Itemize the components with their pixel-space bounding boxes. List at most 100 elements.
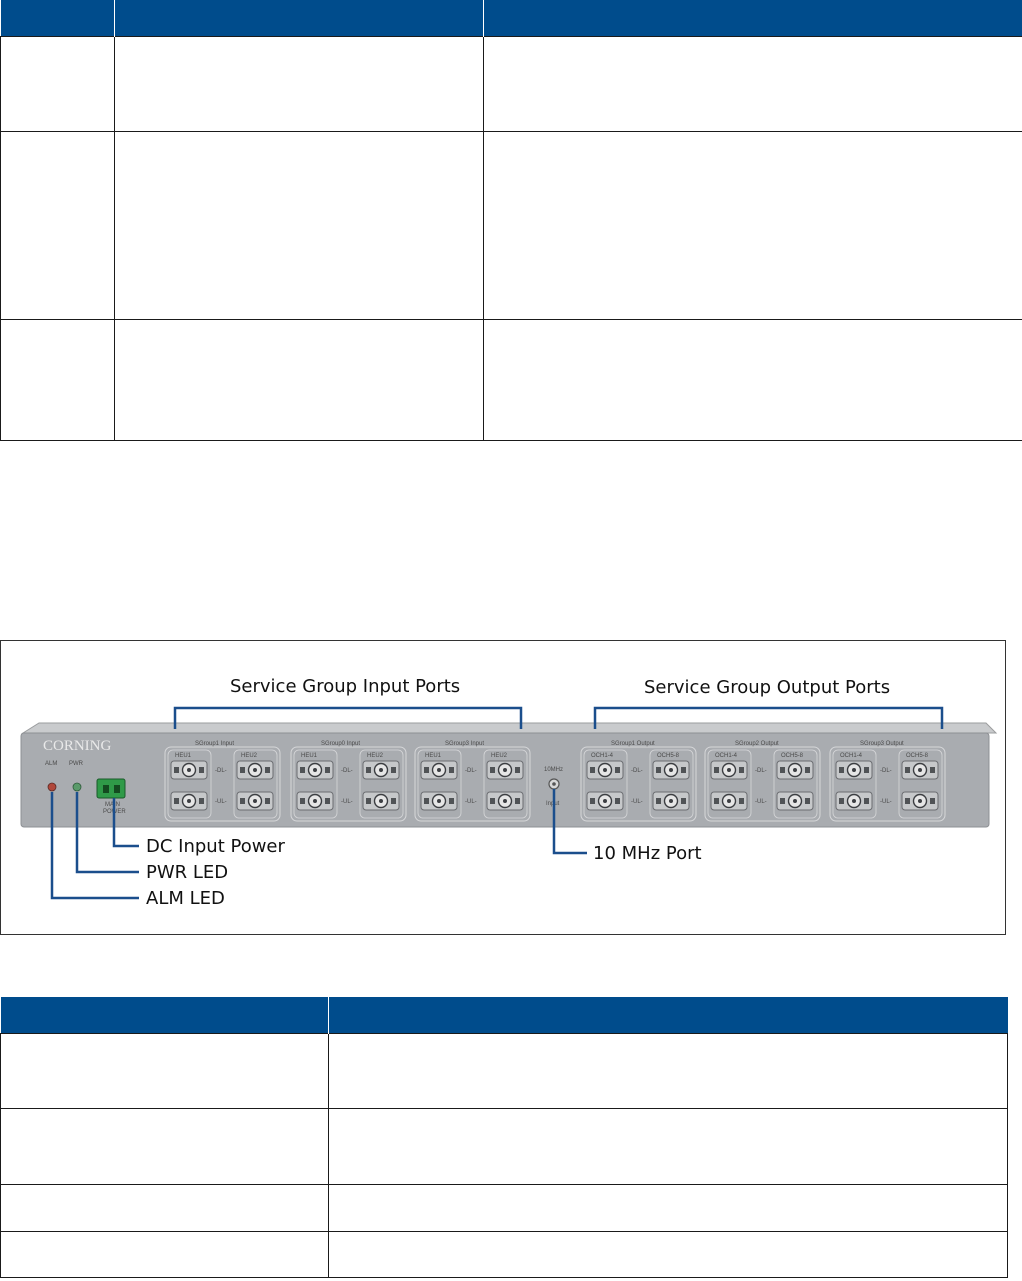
mhz-port-center: [552, 782, 556, 786]
port-pair-label: HEU2: [491, 753, 508, 759]
table-cell: [0, 36, 115, 132]
port-nut: [864, 798, 869, 804]
mhz-port-callout: 10 MHz Port: [593, 843, 702, 864]
port-pair-frame: [707, 749, 752, 819]
port-nut: [656, 798, 661, 804]
port-pair-frame: [417, 749, 462, 819]
table-header-row: [0, 997, 1008, 1034]
pwr-led: [72, 782, 82, 792]
port-nut: [714, 767, 719, 773]
table-cell: [0, 1184, 329, 1232]
port-nut: [780, 767, 785, 773]
port-pair-frame: [233, 749, 278, 819]
coax-port-pin: [793, 768, 797, 772]
port-pair-label: OCH1-4: [840, 753, 863, 759]
dl-label: -DL-: [465, 768, 477, 774]
table-header-cell: [114, 0, 484, 37]
coax-port-pin: [313, 768, 317, 772]
dl-label: -DL-: [215, 768, 227, 774]
coax-port-pin: [437, 799, 441, 803]
port-pair-frame: [583, 749, 628, 819]
port-pair-frame: [773, 749, 818, 819]
table-cell: [114, 36, 484, 132]
table-cell: [328, 1108, 1008, 1185]
coax-port-pin: [727, 768, 731, 772]
coax-port-pin: [727, 799, 731, 803]
coax-port-pin: [918, 768, 922, 772]
port-nut: [905, 767, 910, 773]
group-title: SGroup1 Output: [611, 741, 655, 747]
port-nut: [240, 767, 245, 773]
group-frame: [414, 746, 531, 822]
dc-power-callout: DC Input Power: [146, 836, 285, 857]
main-power-label: MAIN: [105, 802, 120, 808]
coax-port-pin: [852, 768, 856, 772]
output-ports-callout: Service Group Output Ports: [644, 677, 891, 698]
port-nut: [490, 798, 495, 804]
ul-label: -UL-: [465, 799, 477, 805]
port-pair-label: OCH1-4: [591, 753, 614, 759]
table-row: [0, 319, 1022, 441]
table-row: [0, 131, 1022, 320]
table-cell: [0, 1033, 329, 1109]
coax-port-pin: [379, 799, 383, 803]
spec-table-2: [0, 997, 1008, 1278]
port-nut: [905, 798, 910, 804]
table-cell: [0, 1231, 329, 1278]
port-nut: [864, 767, 869, 773]
main-power-connector: [96, 778, 126, 799]
port-pair-label: HEU1: [301, 753, 318, 759]
ul-label: -UL-: [341, 799, 353, 805]
group-title: SGroup3 Input: [445, 741, 484, 747]
pwr-led-callout: PWR LED: [146, 862, 229, 883]
port-nut: [449, 767, 454, 773]
ul-label: -UL-: [880, 799, 892, 805]
port-nut: [656, 767, 661, 773]
port-nut: [515, 798, 520, 804]
port-nut: [615, 767, 620, 773]
port-nut: [714, 798, 719, 804]
port-nut: [839, 767, 844, 773]
table-cell: [483, 319, 1022, 441]
table-cell: [114, 131, 484, 320]
port-pair-label: OCH5-8: [781, 753, 804, 759]
port-pair-frame: [898, 749, 943, 819]
dl-label: -DL-: [755, 768, 767, 774]
ul-label: -UL-: [631, 799, 643, 805]
mhz-top-label: 10MHz: [544, 767, 563, 773]
table-cell: [328, 1231, 1008, 1278]
corning-logo: CORNING: [43, 738, 112, 754]
dl-label: -DL-: [341, 768, 353, 774]
port-nut: [930, 767, 935, 773]
port-pair-label: OCH5-8: [906, 753, 929, 759]
alm-led: [47, 782, 57, 792]
port-nut: [681, 767, 686, 773]
table-header-cell: [0, 0, 115, 37]
port-pair-frame: [832, 749, 877, 819]
table-cell: [328, 1033, 1008, 1109]
port-nut: [930, 798, 935, 804]
port-nut: [199, 798, 204, 804]
input-ports-callout: Service Group Input Ports: [230, 676, 461, 697]
coax-port-pin: [852, 799, 856, 803]
port-nut: [240, 798, 245, 804]
port-pair-label: OCH1-4: [715, 753, 738, 759]
group-frame: [580, 746, 697, 822]
table-header-cell: [0, 997, 329, 1034]
coax-port-pin: [793, 799, 797, 803]
port-nut: [515, 767, 520, 773]
port-nut: [615, 798, 620, 804]
coax-port-pin: [187, 768, 191, 772]
table-cell: [328, 1184, 1008, 1232]
coax-port-pin: [503, 799, 507, 803]
port-nut: [681, 798, 686, 804]
spec-table-1: [0, 0, 1022, 441]
port-nut: [300, 798, 305, 804]
alm-led-leader: [50, 792, 139, 900]
coax-port-pin: [603, 768, 607, 772]
group-title: SGroup3 Output: [860, 741, 904, 747]
input-ports-bracket: [173, 706, 523, 729]
port-nut: [805, 767, 810, 773]
port-pair-label: HEU2: [241, 753, 258, 759]
table-cell: [483, 131, 1022, 320]
